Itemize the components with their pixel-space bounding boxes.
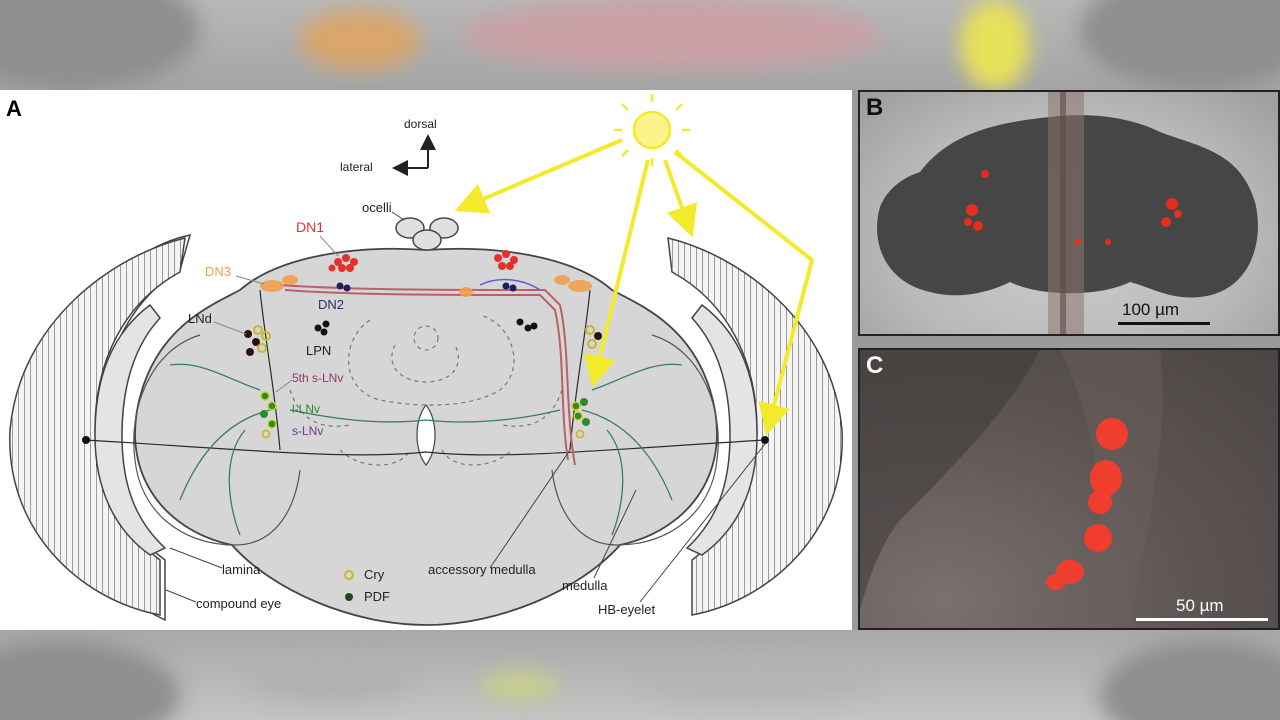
panel-b-letter: B bbox=[866, 94, 884, 121]
panel-a-letter: A bbox=[6, 96, 22, 121]
panel-b-brain-micrograph: B 100 µm bbox=[858, 90, 1280, 336]
scale-bar-b-label: 100 µm bbox=[1122, 300, 1180, 319]
panel-c-letter: C bbox=[866, 352, 884, 379]
blurred-background-bottom bbox=[0, 630, 1280, 720]
panel-c-zoomed-micrograph: C 50 µm bbox=[858, 348, 1280, 630]
lnd-cluster bbox=[244, 325, 602, 356]
hb-eyelet-right bbox=[761, 436, 769, 444]
lnv-cluster-left bbox=[260, 391, 277, 439]
right-lamina bbox=[685, 303, 758, 556]
accessory-medulla-label: accessory medulla bbox=[428, 562, 536, 577]
dn1-cluster-left bbox=[328, 254, 358, 272]
dn3-cluster-right bbox=[459, 275, 592, 297]
panel-a-brain-diagram: A bbox=[0, 90, 852, 630]
compound-eye-label: compound eye bbox=[196, 596, 281, 611]
hb-eyelet-label: HB-eyelet bbox=[598, 602, 655, 617]
legend-cry-symbol bbox=[344, 570, 354, 580]
right-compound-eye-ommatidia bbox=[667, 237, 843, 616]
legend-pdf-symbol bbox=[345, 593, 353, 601]
dn3-cluster-left bbox=[260, 275, 298, 292]
slnv-label: s-LNv bbox=[292, 424, 323, 438]
hb-eyelet-left bbox=[82, 436, 90, 444]
lpn-cluster bbox=[314, 318, 538, 336]
fifth-slnv-label: 5th s-LNv bbox=[292, 371, 343, 385]
brain-schematic-svg: A bbox=[6, 94, 843, 626]
lnd-label: LNd bbox=[188, 311, 212, 326]
legend: Cry PDF bbox=[344, 567, 390, 604]
dark-tissue-region bbox=[860, 350, 1040, 610]
orientation-axes bbox=[392, 134, 436, 176]
brain-micrograph-svg bbox=[877, 92, 1258, 334]
llnv-label: l-LNv bbox=[292, 402, 320, 416]
fluorescent-neurons bbox=[964, 170, 1182, 245]
dn1-label: DN1 bbox=[296, 219, 324, 235]
legend-cry-label: Cry bbox=[364, 567, 385, 582]
lpn-label: LPN bbox=[306, 343, 331, 358]
ocelli-label: ocelli bbox=[362, 200, 392, 215]
dn1-cluster-right bbox=[494, 250, 518, 270]
dn2-cluster bbox=[336, 282, 517, 292]
legend-pdf-label: PDF bbox=[364, 589, 390, 604]
scale-bar-c bbox=[1136, 618, 1268, 621]
right-medulla-outline bbox=[551, 334, 719, 546]
neural-tracts bbox=[85, 289, 766, 456]
dn2-label: DN2 bbox=[318, 297, 344, 312]
light-input-arrows bbox=[454, 138, 815, 436]
lnv-cluster-right bbox=[571, 398, 590, 439]
dorsal-label: dorsal bbox=[404, 117, 437, 131]
pdf-projection-branches bbox=[169, 363, 683, 536]
blurred-background-top bbox=[0, 0, 1280, 90]
dn3-label: DN3 bbox=[205, 264, 231, 279]
central-complex-dashed bbox=[289, 314, 563, 466]
ocelli-structure bbox=[395, 217, 459, 251]
dn-blue-tract bbox=[479, 278, 541, 291]
left-compound-eye-ommatidia bbox=[9, 237, 186, 616]
sun-icon bbox=[614, 94, 690, 166]
left-medulla-outline bbox=[133, 334, 301, 546]
lateral-label: lateral bbox=[340, 160, 373, 174]
fluorescent-cell-cluster bbox=[1046, 418, 1128, 590]
left-lamina bbox=[94, 303, 167, 556]
zoom-micrograph-svg bbox=[860, 350, 1163, 628]
scale-bar-b bbox=[1118, 322, 1210, 325]
lamina-label: lamina bbox=[222, 562, 261, 577]
scale-bar-c-label: 50 µm bbox=[1176, 596, 1224, 615]
medulla-label: medulla bbox=[562, 578, 608, 593]
